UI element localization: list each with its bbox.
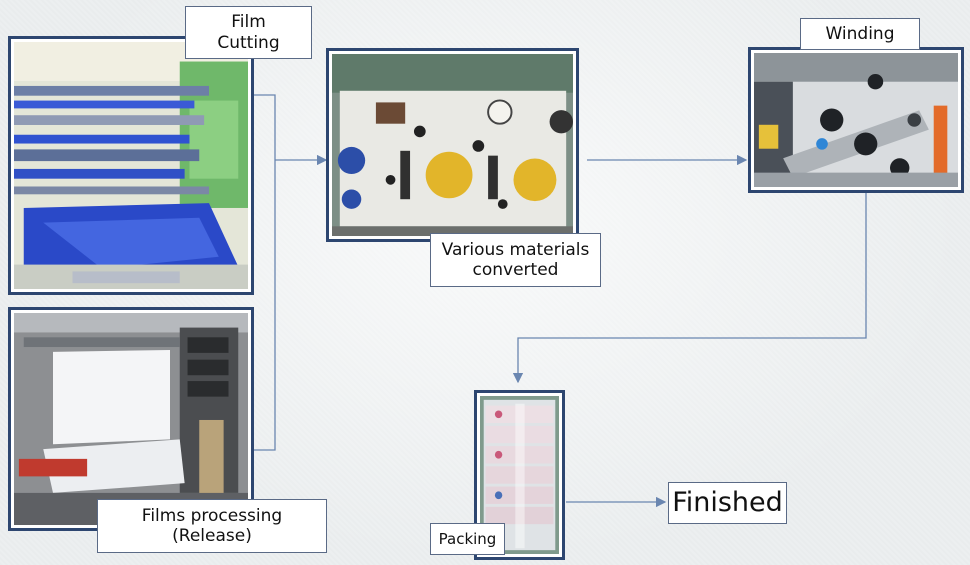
film-cutting-label-line2: Cutting xyxy=(217,32,280,53)
arrow-to-packing xyxy=(512,193,867,384)
finished-label-text: Finished xyxy=(672,486,783,518)
film-cutting-label: Film Cutting xyxy=(185,6,312,59)
packing-photo xyxy=(474,390,565,560)
bracket-connector xyxy=(253,94,276,451)
converting-machine-image xyxy=(332,54,573,236)
release-coating-machine-image xyxy=(14,313,248,525)
packed-boxes-image xyxy=(480,396,559,554)
converting-label-line2: converted xyxy=(472,260,559,280)
winding-label-text: Winding xyxy=(825,23,895,44)
film-cutting-label-line1: Film xyxy=(231,12,266,33)
finished-label: Finished xyxy=(668,482,787,524)
films-processing-label: Films processing (Release) xyxy=(97,499,327,553)
films-processing-label-line1: Films processing xyxy=(141,505,283,526)
winding-photo xyxy=(748,47,964,193)
packing-label-text: Packing xyxy=(438,530,497,548)
converting-photo xyxy=(326,48,579,242)
films-processing-photo xyxy=(8,307,254,531)
packing-label: Packing xyxy=(430,523,505,555)
slitter-machine-image xyxy=(14,42,248,289)
films-processing-label-line2: (Release) xyxy=(172,526,252,546)
winding-machine-image xyxy=(754,53,958,187)
converting-label: Various materials converted xyxy=(430,233,601,287)
winding-label: Winding xyxy=(800,18,920,50)
converting-label-line1: Various materials xyxy=(441,239,590,260)
film-cutting-photo xyxy=(8,36,254,295)
